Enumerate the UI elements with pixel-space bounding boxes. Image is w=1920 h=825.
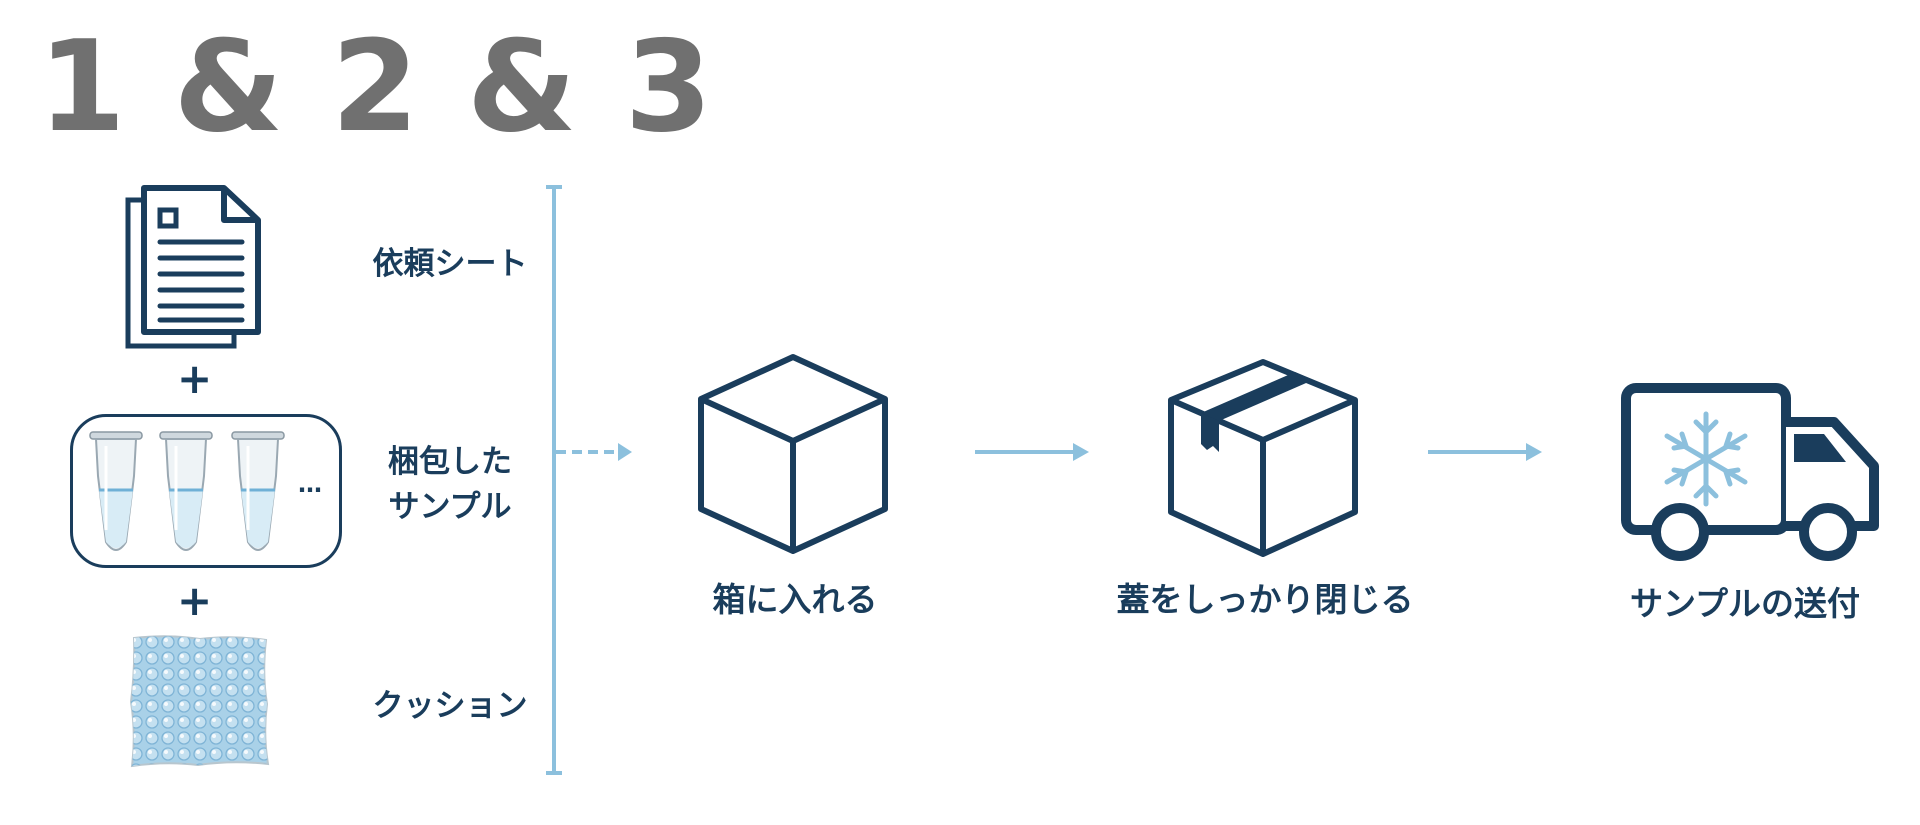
document-icon	[125, 185, 261, 349]
item-label-packed-sample: 梱包した サンプル	[388, 444, 512, 525]
dashed-arrow	[556, 443, 632, 461]
sample-tubes-icon	[89, 430, 286, 552]
arrow-step-1-2	[975, 443, 1089, 461]
item-label-cushion: クッション	[372, 688, 528, 724]
arrow-step-2-3	[1428, 443, 1542, 461]
step-label-put-in-box: 箱に入れる	[712, 580, 878, 619]
snowflake-icon	[1664, 411, 1748, 507]
group-bracket	[546, 185, 562, 775]
ellipsis-text: …	[298, 470, 322, 498]
sealed-box-icon	[1168, 359, 1358, 557]
plus-sign-1: +	[177, 354, 213, 403]
sample-tubes-frame	[70, 414, 342, 568]
box-icon	[698, 354, 888, 554]
refrigerated-truck-icon	[1621, 383, 1879, 561]
step-label-close-lid: 蓋をしっかり閉じる	[1116, 580, 1414, 619]
page-title: 1 & 2 & 3	[38, 13, 715, 160]
plus-sign-2: +	[177, 576, 213, 625]
bubble-wrap-icon	[129, 635, 270, 768]
step-label-send-sample: サンプルの送付	[1629, 584, 1860, 623]
item-label-request-sheet: 依頼シート	[372, 246, 528, 282]
